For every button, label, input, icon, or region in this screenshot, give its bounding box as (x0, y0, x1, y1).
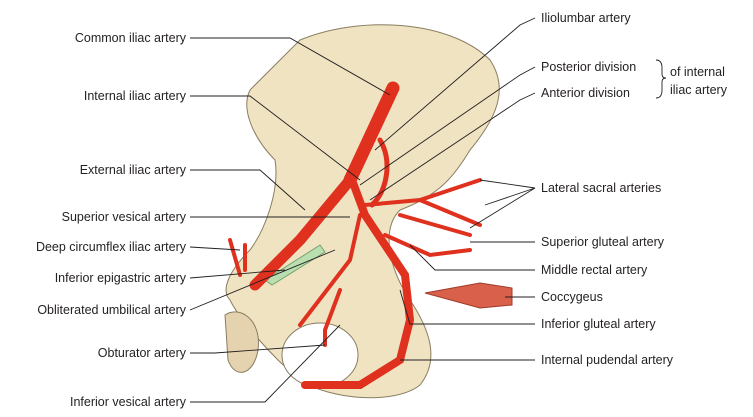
label-iliac-artery: iliac artery (670, 83, 728, 97)
label-iliolumbar-artery: Iliolumbar artery (541, 11, 631, 25)
label-internal-pudendal-artery: Internal pudendal artery (541, 353, 674, 367)
label-common-iliac-artery: Common iliac artery (75, 31, 187, 45)
label-inferior-vesical-artery: Inferior vesical artery (70, 395, 187, 409)
coccygeus-muscle (424, 282, 513, 309)
label-internal-iliac-artery: Internal iliac artery (84, 89, 187, 103)
label-superior-gluteal-artery: Superior gluteal artery (541, 235, 665, 249)
label-inferior-gluteal-artery: Inferior gluteal artery (541, 317, 656, 331)
label-superior-vesical-artery: Superior vesical artery (62, 210, 187, 224)
label-coccygeus: Coccygeus (541, 290, 603, 304)
label-middle-rectal-artery: Middle rectal artery (541, 263, 648, 277)
label-external-iliac-artery: External iliac artery (80, 163, 187, 177)
label-deep-circumflex-iliac-artery: Deep circumflex iliac artery (36, 240, 187, 254)
label-inferior-epigastric-artery: Inferior epigastric artery (55, 271, 187, 285)
label-obliterated-umbilical-artery: Obliterated umbilical artery (37, 303, 186, 317)
label-obturator-artery: Obturator artery (98, 346, 187, 360)
label-anterior-division: Anterior division (541, 86, 630, 100)
inferior-epigastric-vessel (264, 244, 326, 286)
label-of-internal: of internal (670, 65, 725, 79)
leader-lines (189, 17, 667, 403)
label-lateral-sacral-arteries: Lateral sacral arteries (541, 181, 661, 195)
label-posterior-division: Posterior division (541, 60, 636, 74)
